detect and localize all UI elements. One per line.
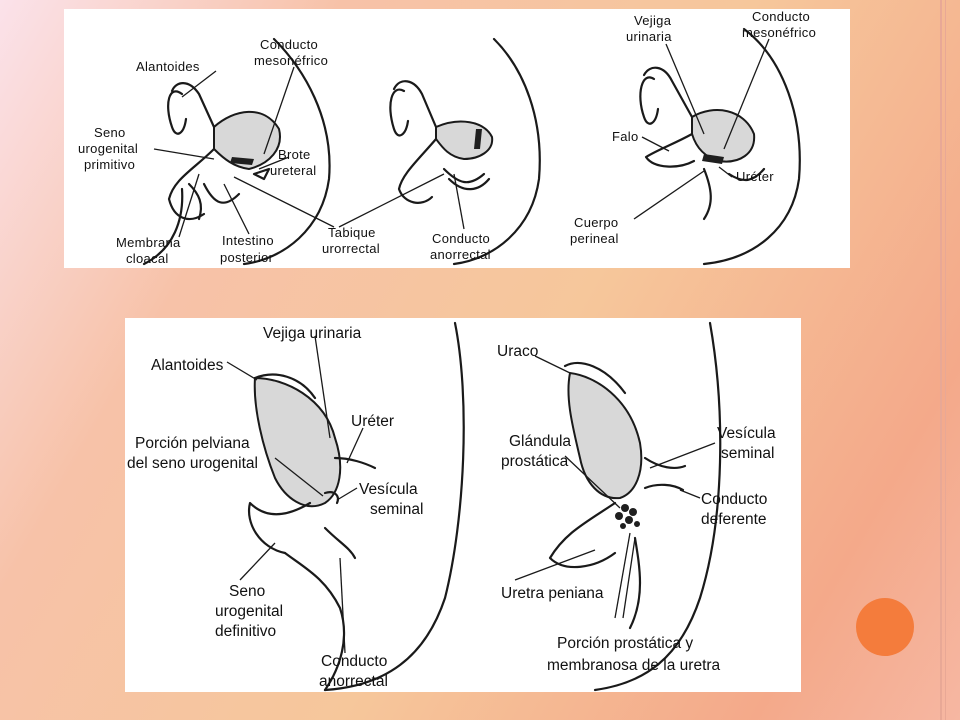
accent-circle	[856, 598, 914, 656]
label-brote-1: Brote	[278, 147, 311, 162]
label-seno-b1: Seno	[229, 583, 265, 600]
cloaca-division-drawing: Alantoides Conducto mesonéfrico Seno uro…	[78, 9, 816, 266]
label-vejiga-1: Vejiga	[634, 13, 672, 28]
frame-line-outer	[940, 0, 942, 720]
label-membrana-2: cloacal	[126, 251, 169, 266]
label-intestino-2: posterior	[220, 250, 274, 265]
label-cuerpo-1: Cuerpo	[574, 215, 618, 230]
label-conducto-b1: Conducto	[321, 653, 387, 670]
top-leader-lines	[153, 38, 770, 238]
label-conducto-anorrectal-2: anorrectal	[430, 247, 491, 262]
label-uraco: Uraco	[497, 343, 538, 360]
label-vejiga-urinaria: Vejiga urinaria	[263, 325, 362, 342]
label-vesicula-b1: Vesícula	[717, 425, 776, 442]
label-falo: Falo	[612, 129, 639, 144]
label-vesicula-b2: seminal	[721, 445, 774, 462]
label-seno-b3: definitivo	[215, 623, 276, 640]
left-panel-drawing	[247, 321, 465, 692]
label-glandula-2: prostática	[501, 453, 569, 470]
label-alantoides: Alantoides	[136, 59, 200, 74]
label-uretra-peniana: Uretra peniana	[501, 585, 604, 602]
label-glandula-1: Glándula	[509, 433, 571, 450]
label-brote-2: ureteral	[270, 163, 316, 178]
male-urogenital-drawing: Vejiga urinaria Alantoides Uréter Porció…	[127, 321, 776, 692]
label-vesicula-1: Vesícula	[359, 481, 418, 498]
label-cuerpo-2: perineal	[570, 231, 619, 246]
label-porcion-prostatica-2: membranosa de la uretra	[547, 657, 721, 674]
label-seno-b2: urogenital	[215, 603, 283, 620]
label-porcion-pelviana-1: Porción pelviana	[135, 435, 250, 452]
label-deferente-1: Conducto	[701, 491, 767, 508]
label-seno-2: urogenital	[78, 141, 138, 156]
bottom-leader-lines	[226, 335, 716, 654]
label-vesicula-2: seminal	[370, 501, 423, 518]
panel-3-drawing	[639, 27, 801, 266]
label-deferente-2: deferente	[701, 511, 767, 528]
panel-1-drawing	[142, 37, 331, 266]
label-seno-1: Seno	[94, 125, 126, 140]
prostate-cluster	[615, 504, 640, 529]
label-ureter-b: Uréter	[351, 413, 394, 430]
label-tabique-2: urorrectal	[322, 241, 380, 256]
male-urogenital-figure: Vejiga urinaria Alantoides Uréter Porció…	[125, 318, 801, 692]
label-conducto-mesonefrico-1a: Conducto	[260, 37, 318, 52]
label-porcion-pelviana-2: del seno urogenital	[127, 455, 258, 472]
label-intestino-1: Intestino	[222, 233, 274, 248]
label-conducto-anorrectal-1: Conducto	[432, 231, 490, 246]
right-panel-drawing	[548, 321, 722, 692]
label-seno-3: primitivo	[84, 157, 135, 172]
frame-line-inner	[945, 0, 946, 720]
panel-2-drawing	[389, 37, 541, 266]
label-tabique-1: Tabique	[328, 225, 376, 240]
label-conducto-mesonefrico-1b: mesonéfrico	[254, 53, 328, 68]
label-ureter: Uréter	[736, 169, 774, 184]
cloaca-division-figure: Alantoides Conducto mesonéfrico Seno uro…	[64, 9, 850, 268]
label-alantoides-b: Alantoides	[151, 357, 224, 374]
label-vejiga-2: urinaria	[626, 29, 672, 44]
label-membrana-1: Membrana	[116, 235, 181, 250]
label-conducto-mesonefrico-3a: Conducto	[752, 9, 810, 24]
label-conducto-mesonefrico-3b: mesonéfrico	[742, 25, 816, 40]
label-conducto-b2: anorrectal	[319, 673, 388, 690]
label-porcion-prostatica-1: Porción prostática y	[557, 635, 693, 652]
